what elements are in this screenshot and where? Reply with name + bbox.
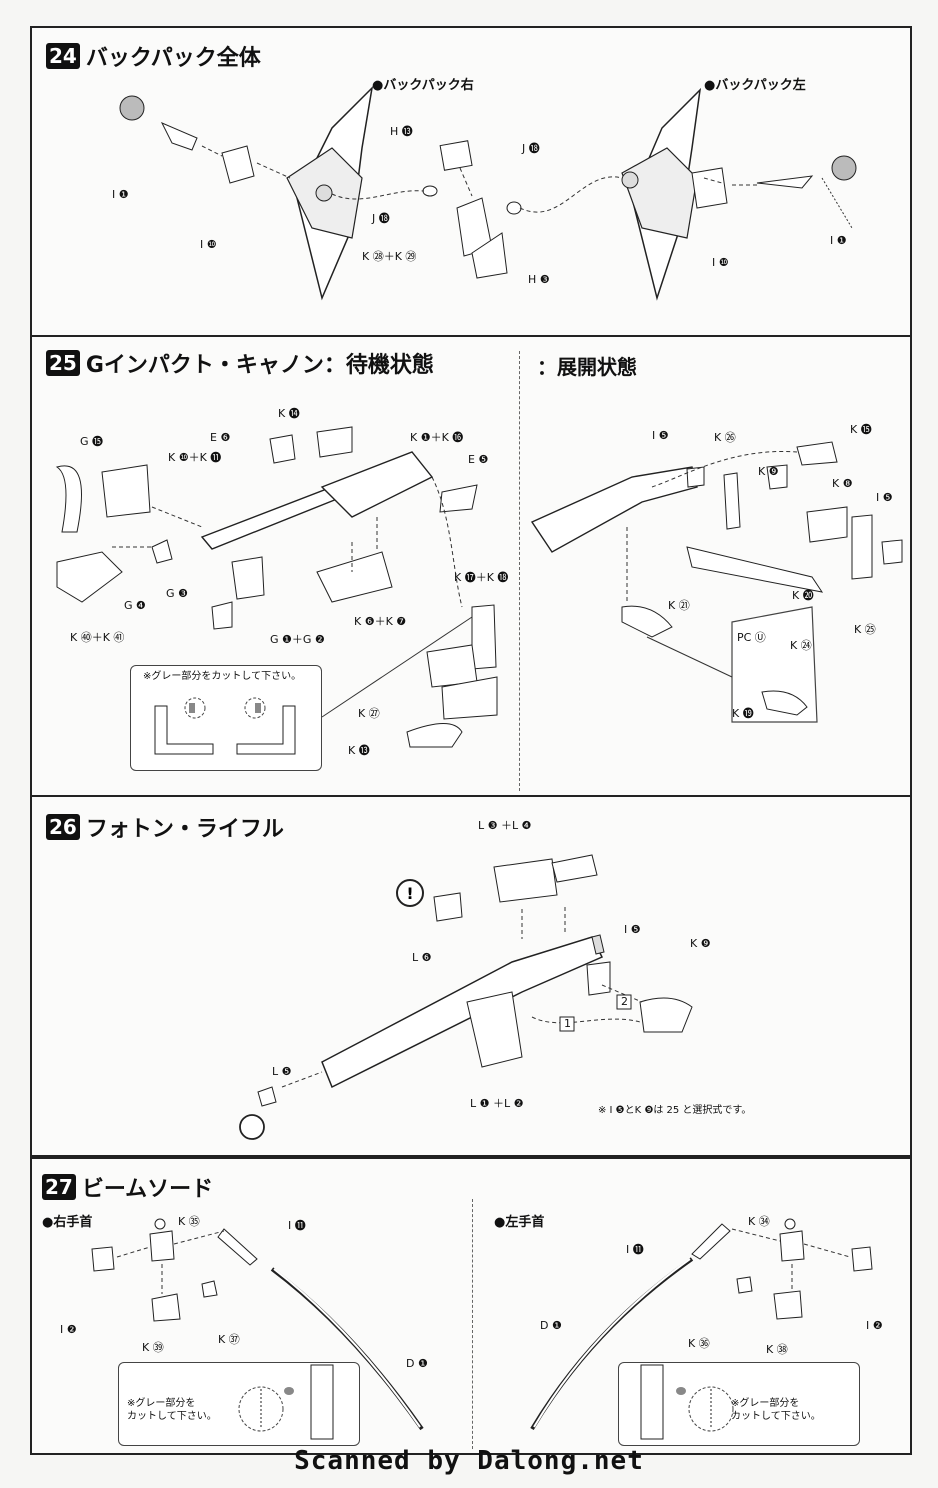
deployed-state-title: ：展開状態: [537, 355, 637, 379]
part-label: K ❽: [832, 477, 853, 490]
assembly-order-1: 1: [564, 1017, 571, 1030]
caution-mark: !: [406, 884, 413, 903]
part-label: I ❺: [624, 923, 641, 936]
part-label: G ❶＋G ❷: [270, 633, 325, 646]
part-label: K ❻＋K ❼: [354, 615, 407, 628]
part-label: H ⓭: [390, 125, 413, 138]
part-label: K ⓴: [792, 589, 814, 602]
part-label: I ❷: [60, 1323, 77, 1336]
part-label: K ⓯: [850, 423, 872, 436]
step-title-text: ビームソード: [81, 1177, 214, 1202]
assembly-order-2: 2: [621, 995, 628, 1008]
right-wrist-header: ●右手首: [42, 1215, 93, 1230]
part-label: G ⓯: [80, 435, 104, 448]
part-label: K ㊲: [218, 1333, 240, 1346]
part-label: K ㉘＋K ㉙: [362, 250, 417, 263]
step-26-diagram: !: [239, 854, 693, 1140]
part-label: K ㉟: [178, 1215, 200, 1228]
part-label: K ㉗: [358, 707, 380, 720]
step-title-text: バックパック全体: [85, 46, 261, 71]
part-label: K ⓮: [278, 407, 300, 420]
selection-note: ※ I ❺とK ❾は 25 と選択式です。: [598, 1105, 752, 1116]
backpack-right-header: ●バックパック右: [372, 78, 474, 93]
part-label: I ❿: [200, 238, 217, 251]
part-label: I ❺: [876, 491, 893, 504]
cut-note-text: ※グレー部分を カットして下さい。: [731, 1398, 821, 1422]
part-label: I ❺: [652, 429, 669, 442]
cut-instruction-illustration: [154, 697, 296, 755]
part-label: E ❺: [468, 453, 489, 466]
left-wrist-header: ●左手首: [494, 1215, 545, 1230]
part-label: K ⓭: [348, 744, 370, 757]
step-24-panel: 24 バックパック全体 ●バックパック右 ●バックパック左: [30, 26, 912, 337]
part-label: L ❺: [272, 1065, 292, 1078]
part-label: K ㊵＋K ㊶: [70, 631, 125, 644]
section-divider: [472, 1199, 473, 1449]
cut-instruction-illustration: [238, 1364, 334, 1440]
part-label: K ⓳: [732, 707, 754, 720]
part-label: K ㉑: [668, 599, 690, 612]
part-label: K ㊱: [688, 1337, 710, 1350]
step-number: 25: [46, 350, 80, 376]
part-label: K ❶＋K ⓰: [410, 431, 464, 444]
part-label: J ⓲: [522, 142, 540, 155]
step-27-title: 27 ビームソード: [42, 1171, 213, 1203]
part-label: K ⓱＋K ⓲: [454, 571, 509, 584]
part-label: K ㉞: [748, 1215, 770, 1228]
step-24-title: 24 バックパック全体: [46, 40, 261, 72]
step-24-diagram: [119, 85, 857, 301]
step-26-panel: 26 フォトン・ライフル ! L ❸ ＋L ❹ L ❻ I ❺ K ❾ 2 1 …: [30, 795, 912, 1157]
cut-note-box-left: ※グレー部分を カットして下さい。: [618, 1362, 860, 1446]
part-label: K ㉔: [790, 639, 812, 652]
part-label: I ❷: [866, 1319, 883, 1332]
part-label: PC Ⓤ: [737, 631, 766, 644]
part-label: J ⓲: [372, 212, 390, 225]
section-divider: [519, 351, 520, 791]
part-label: K ❿＋K ⓫: [168, 451, 222, 464]
part-label: L ❶ ＋L ❷: [470, 1097, 524, 1110]
step-number: 24: [46, 43, 80, 69]
part-label: I ⓫: [626, 1243, 644, 1256]
step-25-panel: 25 Gインパクト・キャノン：待機状態 ：展開状態: [30, 335, 912, 797]
part-label: K ❾: [758, 465, 779, 478]
step-26-title: 26 フォトン・ライフル: [46, 811, 284, 843]
part-label: K ㉖: [714, 431, 736, 444]
part-label: H ❸: [528, 273, 550, 286]
part-label: L ❸ ＋L ❹: [478, 819, 532, 832]
step-number: 27: [42, 1174, 76, 1200]
cut-note-box-right: ※グレー部分を カットして下さい。: [118, 1362, 360, 1446]
step-number: 26: [46, 814, 80, 840]
part-label: K ㊴: [142, 1341, 164, 1354]
part-label: I ❿: [712, 256, 729, 269]
scanner-credit: Scanned by Dalong.net: [294, 1446, 644, 1476]
part-label: K ㉕: [854, 623, 876, 636]
part-label: D ❶: [406, 1357, 428, 1370]
part-label: I ❶: [830, 234, 847, 247]
step-title-text: Gインパクト・キャノン：待機状態: [85, 353, 434, 378]
part-label: E ❻: [210, 431, 231, 444]
part-label: G ❹: [124, 599, 146, 612]
part-label: G ❸: [166, 587, 188, 600]
backpack-left-header: ●バックパック左: [704, 78, 806, 93]
cut-note-box: ※グレー部分をカットして下さい。: [130, 665, 322, 771]
step-27-diagram: [91, 1218, 873, 1431]
step-title-text: フォトン・ライフル: [85, 817, 284, 842]
step-25-diagram: [55, 426, 903, 748]
cut-instruction-illustration: [640, 1364, 734, 1440]
part-label: D ❶: [540, 1319, 562, 1332]
part-label: I ⓫: [288, 1219, 306, 1232]
cut-note-text: ※グレー部分をカットして下さい。: [143, 671, 302, 682]
part-label: I ❶: [112, 188, 129, 201]
part-label: K ㊳: [766, 1343, 788, 1356]
part-label: L ❻: [412, 951, 432, 964]
step-25-title: 25 Gインパクト・キャノン：待機状態: [46, 347, 434, 379]
step-27-panel: 27 ビームソード ●右手首 ●左手首 K ㉟ I ⓫ I ❷ K ㊴ K ㊲ …: [30, 1157, 912, 1455]
cut-note-text: ※グレー部分を カットして下さい。: [127, 1398, 217, 1422]
part-label: K ❾: [690, 937, 711, 950]
